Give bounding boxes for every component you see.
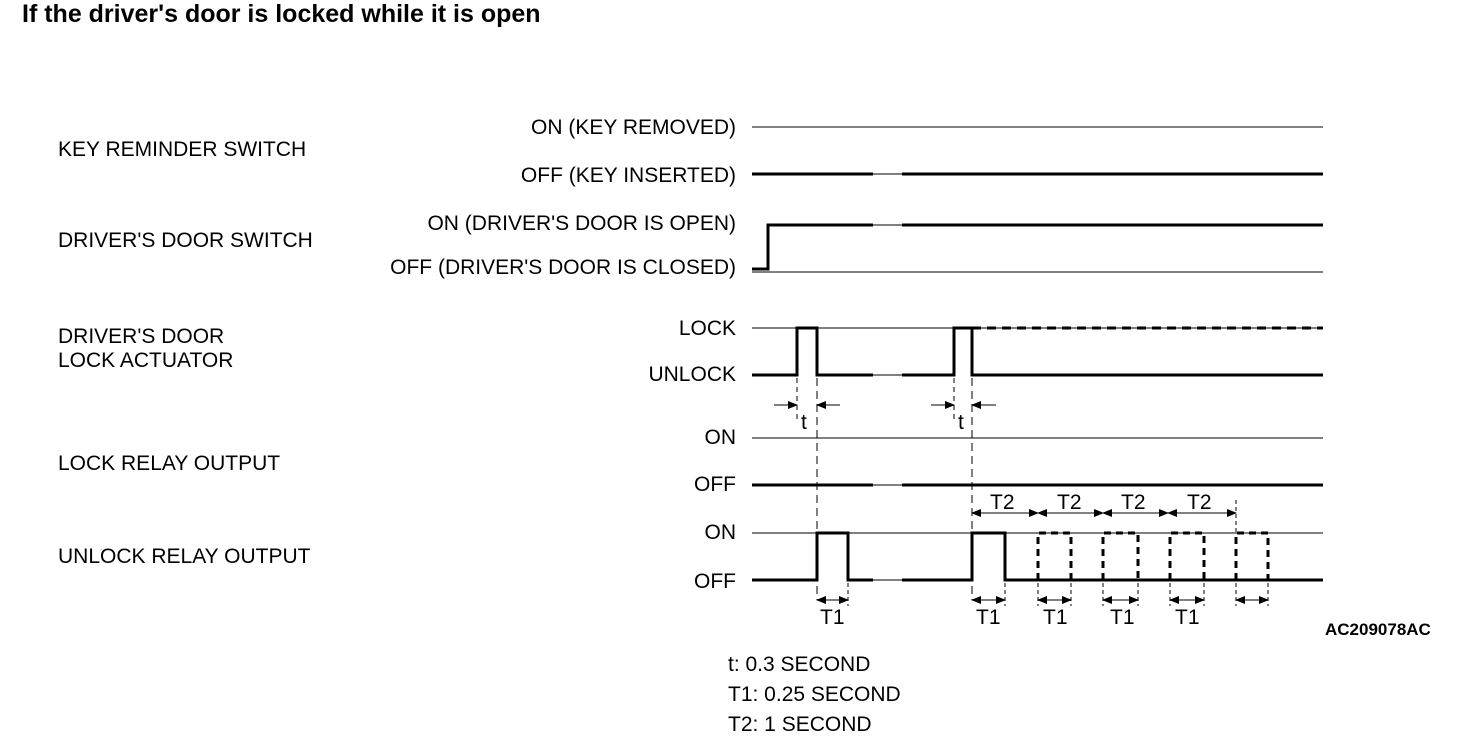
state-door-open: ON (DRIVER'S DOOR IS OPEN) bbox=[427, 212, 736, 235]
legend-t: t: 0.3 SECOND bbox=[728, 653, 871, 676]
state-key-inserted: OFF (KEY INSERTED) bbox=[520, 164, 736, 187]
key-reminder-waveform bbox=[752, 126, 1323, 176]
signal-name-lock-actuator-line1: DRIVER'S DOOR bbox=[58, 325, 225, 348]
t1-label: T1 bbox=[1175, 606, 1200, 629]
t-label: t bbox=[801, 411, 807, 434]
t1-label: T1 bbox=[1043, 606, 1068, 629]
signal-name-key-reminder-switch: KEY REMINDER SWITCH bbox=[58, 138, 307, 161]
state-lock-relay-on: ON bbox=[704, 426, 737, 449]
lock-relay-waveform bbox=[752, 437, 1323, 487]
signal-name-lock-actuator-line2: LOCK ACTUATOR bbox=[58, 349, 234, 372]
state-unlock: UNLOCK bbox=[648, 363, 736, 386]
t2-markers: T2 T2 T2 T2 bbox=[971, 491, 1237, 532]
t2-label: T2 bbox=[990, 491, 1015, 514]
legend-t1: T1: 0.25 SECOND bbox=[728, 683, 901, 706]
t2-label: T2 bbox=[1187, 491, 1212, 514]
legend-t2: T2: 1 SECOND bbox=[728, 713, 872, 736]
t2-label: T2 bbox=[1121, 491, 1146, 514]
signal-name-drivers-door-switch: DRIVER'S DOOR SWITCH bbox=[58, 229, 313, 252]
lock-actuator-waveform bbox=[752, 326, 1323, 377]
state-key-removed: ON (KEY REMOVED) bbox=[531, 116, 736, 139]
t2-label: T2 bbox=[1057, 491, 1082, 514]
door-switch-waveform bbox=[752, 223, 1323, 273]
t-marker-2: t bbox=[931, 378, 996, 434]
t1-label: T1 bbox=[820, 606, 845, 629]
diagram-title: If the driver's door is locked while it … bbox=[22, 0, 541, 28]
state-unlock-relay-on: ON bbox=[704, 521, 737, 544]
figure-code: AC209078AC bbox=[1325, 620, 1431, 639]
t1-label: T1 bbox=[1110, 606, 1135, 629]
t1-markers bbox=[816, 583, 1269, 606]
t-marker-1: t bbox=[774, 378, 840, 434]
signal-name-unlock-relay-output: UNLOCK RELAY OUTPUT bbox=[58, 545, 311, 568]
state-lock-relay-off: OFF bbox=[694, 473, 736, 496]
signal-name-lock-relay-output: LOCK RELAY OUTPUT bbox=[58, 452, 281, 475]
state-door-closed: OFF (DRIVER'S DOOR IS CLOSED) bbox=[390, 256, 736, 279]
t1-label: T1 bbox=[976, 606, 1001, 629]
state-lock: LOCK bbox=[678, 317, 736, 340]
state-unlock-relay-off: OFF bbox=[694, 570, 736, 593]
unlock-relay-waveform bbox=[752, 531, 1323, 582]
t-label: t bbox=[958, 411, 964, 434]
